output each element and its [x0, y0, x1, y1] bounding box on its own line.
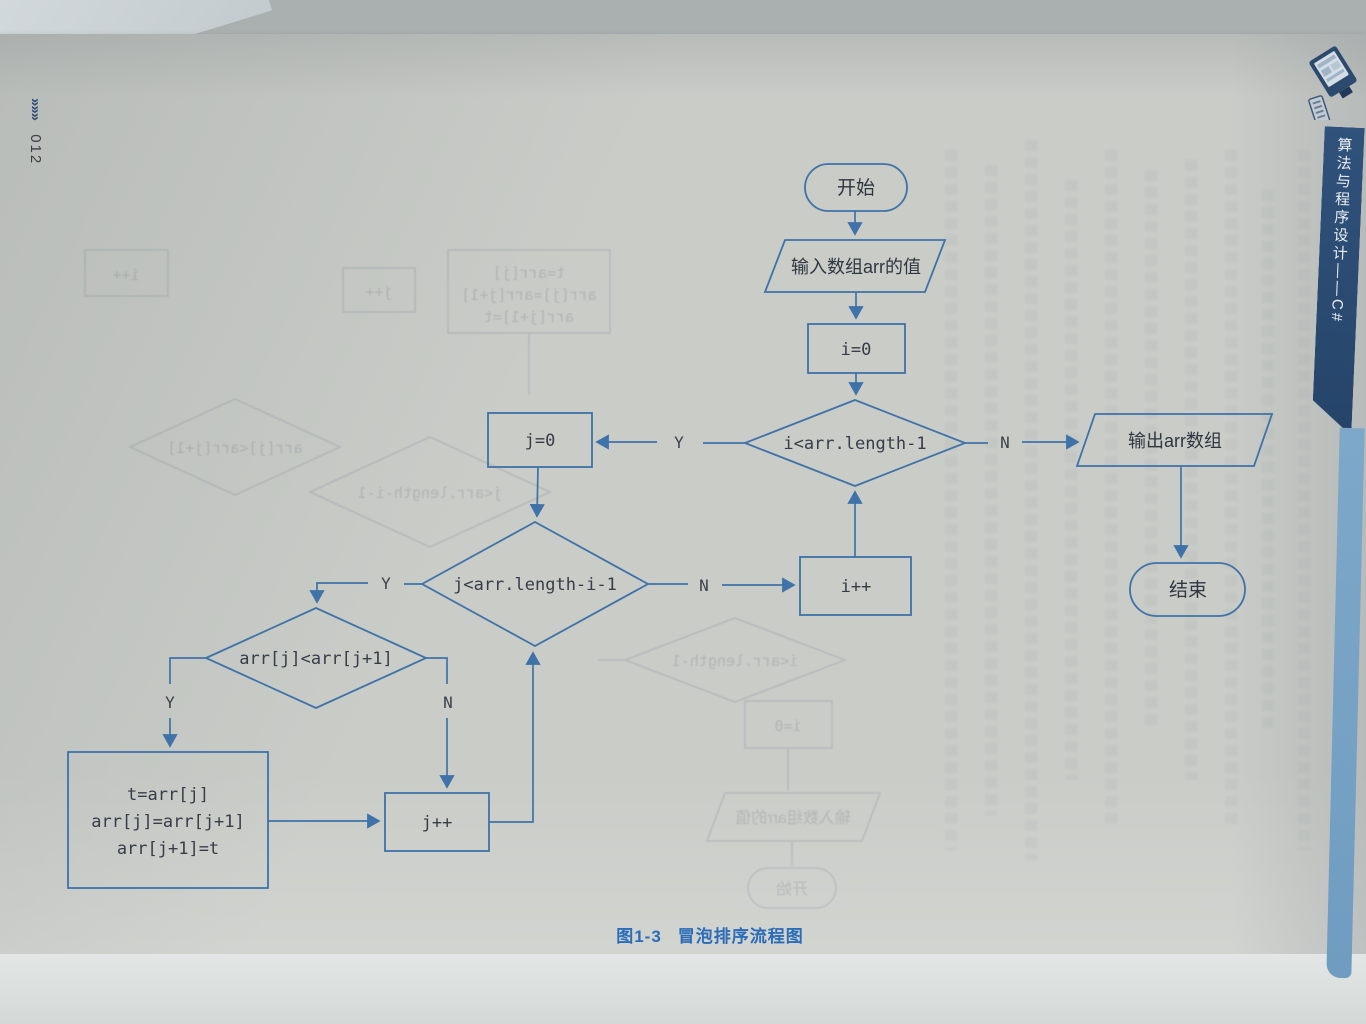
label-yes-inner: Y [381, 574, 391, 593]
node-swap-line2: arr[j]=arr[j+1] [91, 812, 245, 832]
node-output-label: 输出arr数组 [1128, 431, 1222, 451]
ghost-text: i=0 [774, 717, 801, 735]
node-end-label: 结束 [1169, 579, 1207, 601]
ghost-text-column [1025, 140, 1037, 860]
node-swap-line3: arr[j+1]=t [117, 839, 219, 859]
node-swap [67, 751, 269, 889]
ghost-text-column [1105, 150, 1117, 830]
edge-incj-cond [489, 651, 541, 823]
ghost-text-column [1065, 180, 1077, 780]
ghost-text-column [945, 150, 957, 850]
label-yes-outer: Y [674, 433, 684, 452]
node-swap-line1: t=arr[j] [127, 785, 209, 805]
node-init-i-label: i=0 [841, 340, 872, 360]
ghost-text-column [1298, 150, 1310, 850]
node-input-label: 输入数组arr的值 [791, 257, 921, 277]
node-init-j [487, 412, 593, 468]
figure-caption: 图1-3 冒泡排序流程图 [560, 922, 860, 947]
edge-swap-no-a [426, 657, 448, 684]
ghost-text: t=arr[j] [493, 264, 565, 282]
ghost-text: 输入数组arr的值 [735, 809, 851, 827]
node-inc-j-label: j++ [422, 813, 453, 833]
node-inc-i-label: i++ [841, 577, 872, 597]
label-no-outer: N [1000, 433, 1010, 452]
node-start [804, 163, 908, 212]
node-start-label: 开始 [837, 177, 875, 199]
node-cond-outer-label: i<arr.length-1 [783, 434, 926, 454]
edge-swap-yes-a [169, 657, 206, 684]
book-page [0, 34, 1366, 954]
ghost-text: arr[j]=arr[j+1] [461, 286, 596, 304]
ghost-showthrough: t=arr[j] arr[j]=arr[j+1] arr[j+1]=t j++ … [84, 249, 882, 909]
ghost-text: i++ [112, 266, 139, 284]
ghost-text-column [985, 165, 997, 815]
node-cond-swap-label: arr[j]<arr[j+1] [239, 649, 393, 669]
ghost-text-column [1185, 160, 1197, 780]
ghost-text: j<arr.length-i-1 [358, 484, 503, 502]
computer-icon [1308, 46, 1357, 120]
node-input [763, 239, 947, 293]
node-init-j-label: j=0 [525, 431, 556, 451]
figure-caption-text: 冒泡排序流程图 [677, 927, 804, 946]
edge-initj-cond [529, 466, 545, 518]
ghost-text-column [1262, 190, 1274, 730]
label-no-inner: N [699, 576, 709, 595]
ghost-text-column [1145, 170, 1157, 730]
node-output [1075, 413, 1274, 467]
ghost-text: arr[j]<arr[j+1] [167, 439, 302, 457]
label-no-swap: N [443, 693, 453, 712]
edge-inner-yes-b [309, 582, 368, 604]
ghost-text: arr[j+1]=t [484, 308, 574, 326]
label-yes-swap: Y [165, 693, 175, 712]
figure-caption-label: 图1-3 [616, 927, 662, 946]
ghost-text-column [1225, 150, 1237, 830]
ghost-text: i<arr.length-1 [672, 652, 798, 670]
ghost-text: j++ [365, 283, 392, 301]
ghost-text: 开始 [776, 880, 808, 898]
underlying-page-edge [0, 954, 1366, 1024]
node-cond-inner-label: j<arr.length-i-1 [453, 575, 617, 595]
node-end [1129, 562, 1246, 617]
